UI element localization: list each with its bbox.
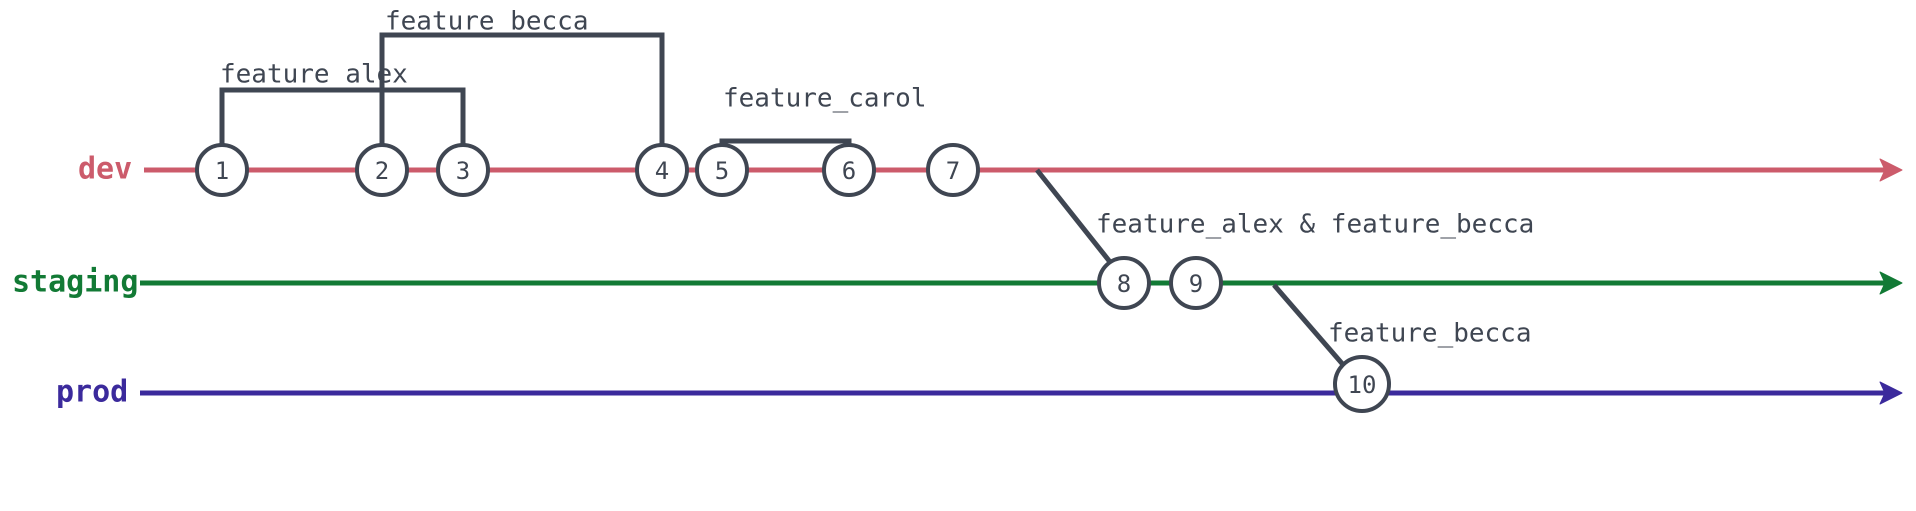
commit-label-6: 6 — [842, 157, 856, 185]
feature-labels-group: feature_alex feature_becca feature_carol — [220, 7, 927, 114]
branch-lines-group — [140, 158, 1903, 405]
commit-label-9: 9 — [1189, 270, 1203, 298]
commit-circle-2[interactable] — [355, 143, 409, 197]
commit-node-2[interactable]: 2 — [355, 143, 409, 197]
branch-arrowhead-prod — [1879, 381, 1903, 405]
commit-node-6[interactable]: 6 — [822, 143, 876, 197]
branch-label-prod: prod — [56, 375, 128, 410]
commit-circle-7[interactable] — [926, 143, 980, 197]
commit-circle-6[interactable] — [822, 143, 876, 197]
commit-label-3: 3 — [456, 157, 470, 185]
commit-circle-10[interactable] — [1333, 355, 1391, 413]
branch-label-staging: staging — [12, 265, 138, 300]
commit-circle-4[interactable] — [635, 143, 689, 197]
commit-label-8: 8 — [1117, 270, 1131, 298]
commit-node-8[interactable]: 8 — [1097, 256, 1151, 310]
merge-label-2: feature_becca — [1328, 319, 1532, 349]
feature-label-feature_alex: feature_alex — [220, 60, 408, 90]
merge-edge-1 — [1035, 168, 1120, 274]
merge-edge-2 — [1272, 283, 1354, 377]
commit-node-4[interactable]: 4 — [635, 143, 689, 197]
commit-label-5: 5 — [715, 157, 729, 185]
commit-circle-5[interactable] — [695, 143, 749, 197]
branch-label-dev: dev — [78, 152, 132, 187]
merge-edges-group — [1035, 168, 1354, 377]
commit-label-2: 2 — [375, 157, 389, 185]
feature-label-feature_carol: feature_carol — [723, 84, 927, 114]
branch-labels-group: dev staging prod — [12, 152, 138, 410]
feature-label-feature_becca: feature_becca — [385, 7, 589, 37]
commit-node-7[interactable]: 7 — [926, 143, 980, 197]
branch-arrowhead-staging — [1879, 271, 1903, 295]
commit-node-10[interactable]: 10 — [1333, 355, 1391, 413]
commit-node-9[interactable]: 9 — [1169, 256, 1223, 310]
commits-group: 1 2 3 4 5 6 7 8 9 10 — [195, 143, 1391, 413]
commit-node-1[interactable]: 1 — [195, 143, 249, 197]
commit-node-3[interactable]: 3 — [436, 143, 490, 197]
commit-circle-3[interactable] — [436, 143, 490, 197]
branch-arrowhead-dev — [1879, 158, 1903, 182]
commit-label-4: 4 — [655, 157, 669, 185]
commit-label-10: 10 — [1348, 371, 1377, 399]
feature-arc-feature_alex — [219, 87, 466, 170]
feature-arc-feature_becca — [379, 32, 665, 170]
commit-circle-8[interactable] — [1097, 256, 1151, 310]
merge-labels-group: feature_alex & feature_becca feature_becc… — [1096, 210, 1534, 349]
commit-label-7: 7 — [946, 157, 960, 185]
merge-label-1: feature_alex & feature_becca — [1096, 210, 1534, 240]
commit-circle-1[interactable] — [195, 143, 249, 197]
commit-node-5[interactable]: 5 — [695, 143, 749, 197]
commit-label-1: 1 — [215, 157, 229, 185]
commit-circle-9[interactable] — [1169, 256, 1223, 310]
